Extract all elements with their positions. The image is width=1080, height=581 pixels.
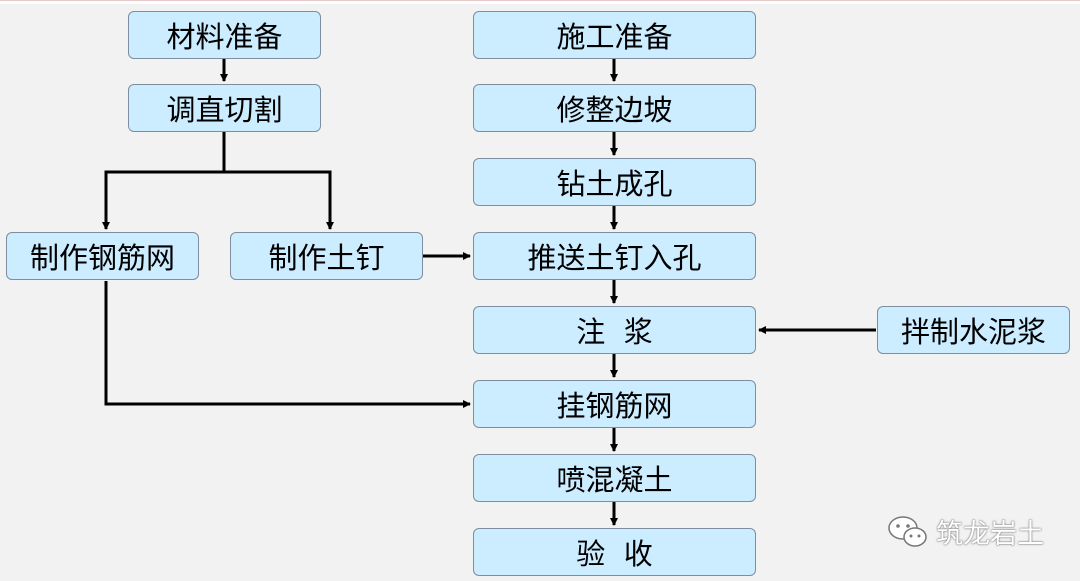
- top-border-line: [0, 0, 1080, 4]
- node-hang-mesh: 挂钢筋网: [473, 380, 756, 428]
- node-make-nail: 制作土钉: [230, 232, 423, 280]
- node-trim-slope: 修整边坡: [473, 84, 756, 132]
- arrow-straighten-to-mesh: [102, 132, 226, 230]
- node-drill-hole: 钻土成孔: [473, 158, 756, 206]
- watermark-text: 筑龙岩土: [936, 519, 1044, 550]
- node-make-mesh: 制作钢筋网: [6, 232, 199, 280]
- node-spray-concrete: 喷混凝土: [473, 454, 756, 502]
- node-push-nail: 推送土钉入孔: [473, 232, 756, 280]
- node-material-prep: 材料准备: [128, 11, 321, 59]
- arrow-straighten-to-nail: [224, 170, 334, 230]
- node-acceptance: 验 收: [473, 528, 756, 576]
- node-mix-cement: 拌制水泥浆: [877, 306, 1070, 354]
- node-straighten-cut: 调直切割: [128, 84, 321, 132]
- node-construction-prep: 施工准备: [473, 11, 756, 59]
- arrow-mesh-to-hang: [104, 281, 471, 408]
- watermark: 筑龙岩土: [886, 512, 1044, 551]
- wechat-icon: [888, 515, 927, 547]
- node-grouting: 注 浆: [473, 306, 756, 354]
